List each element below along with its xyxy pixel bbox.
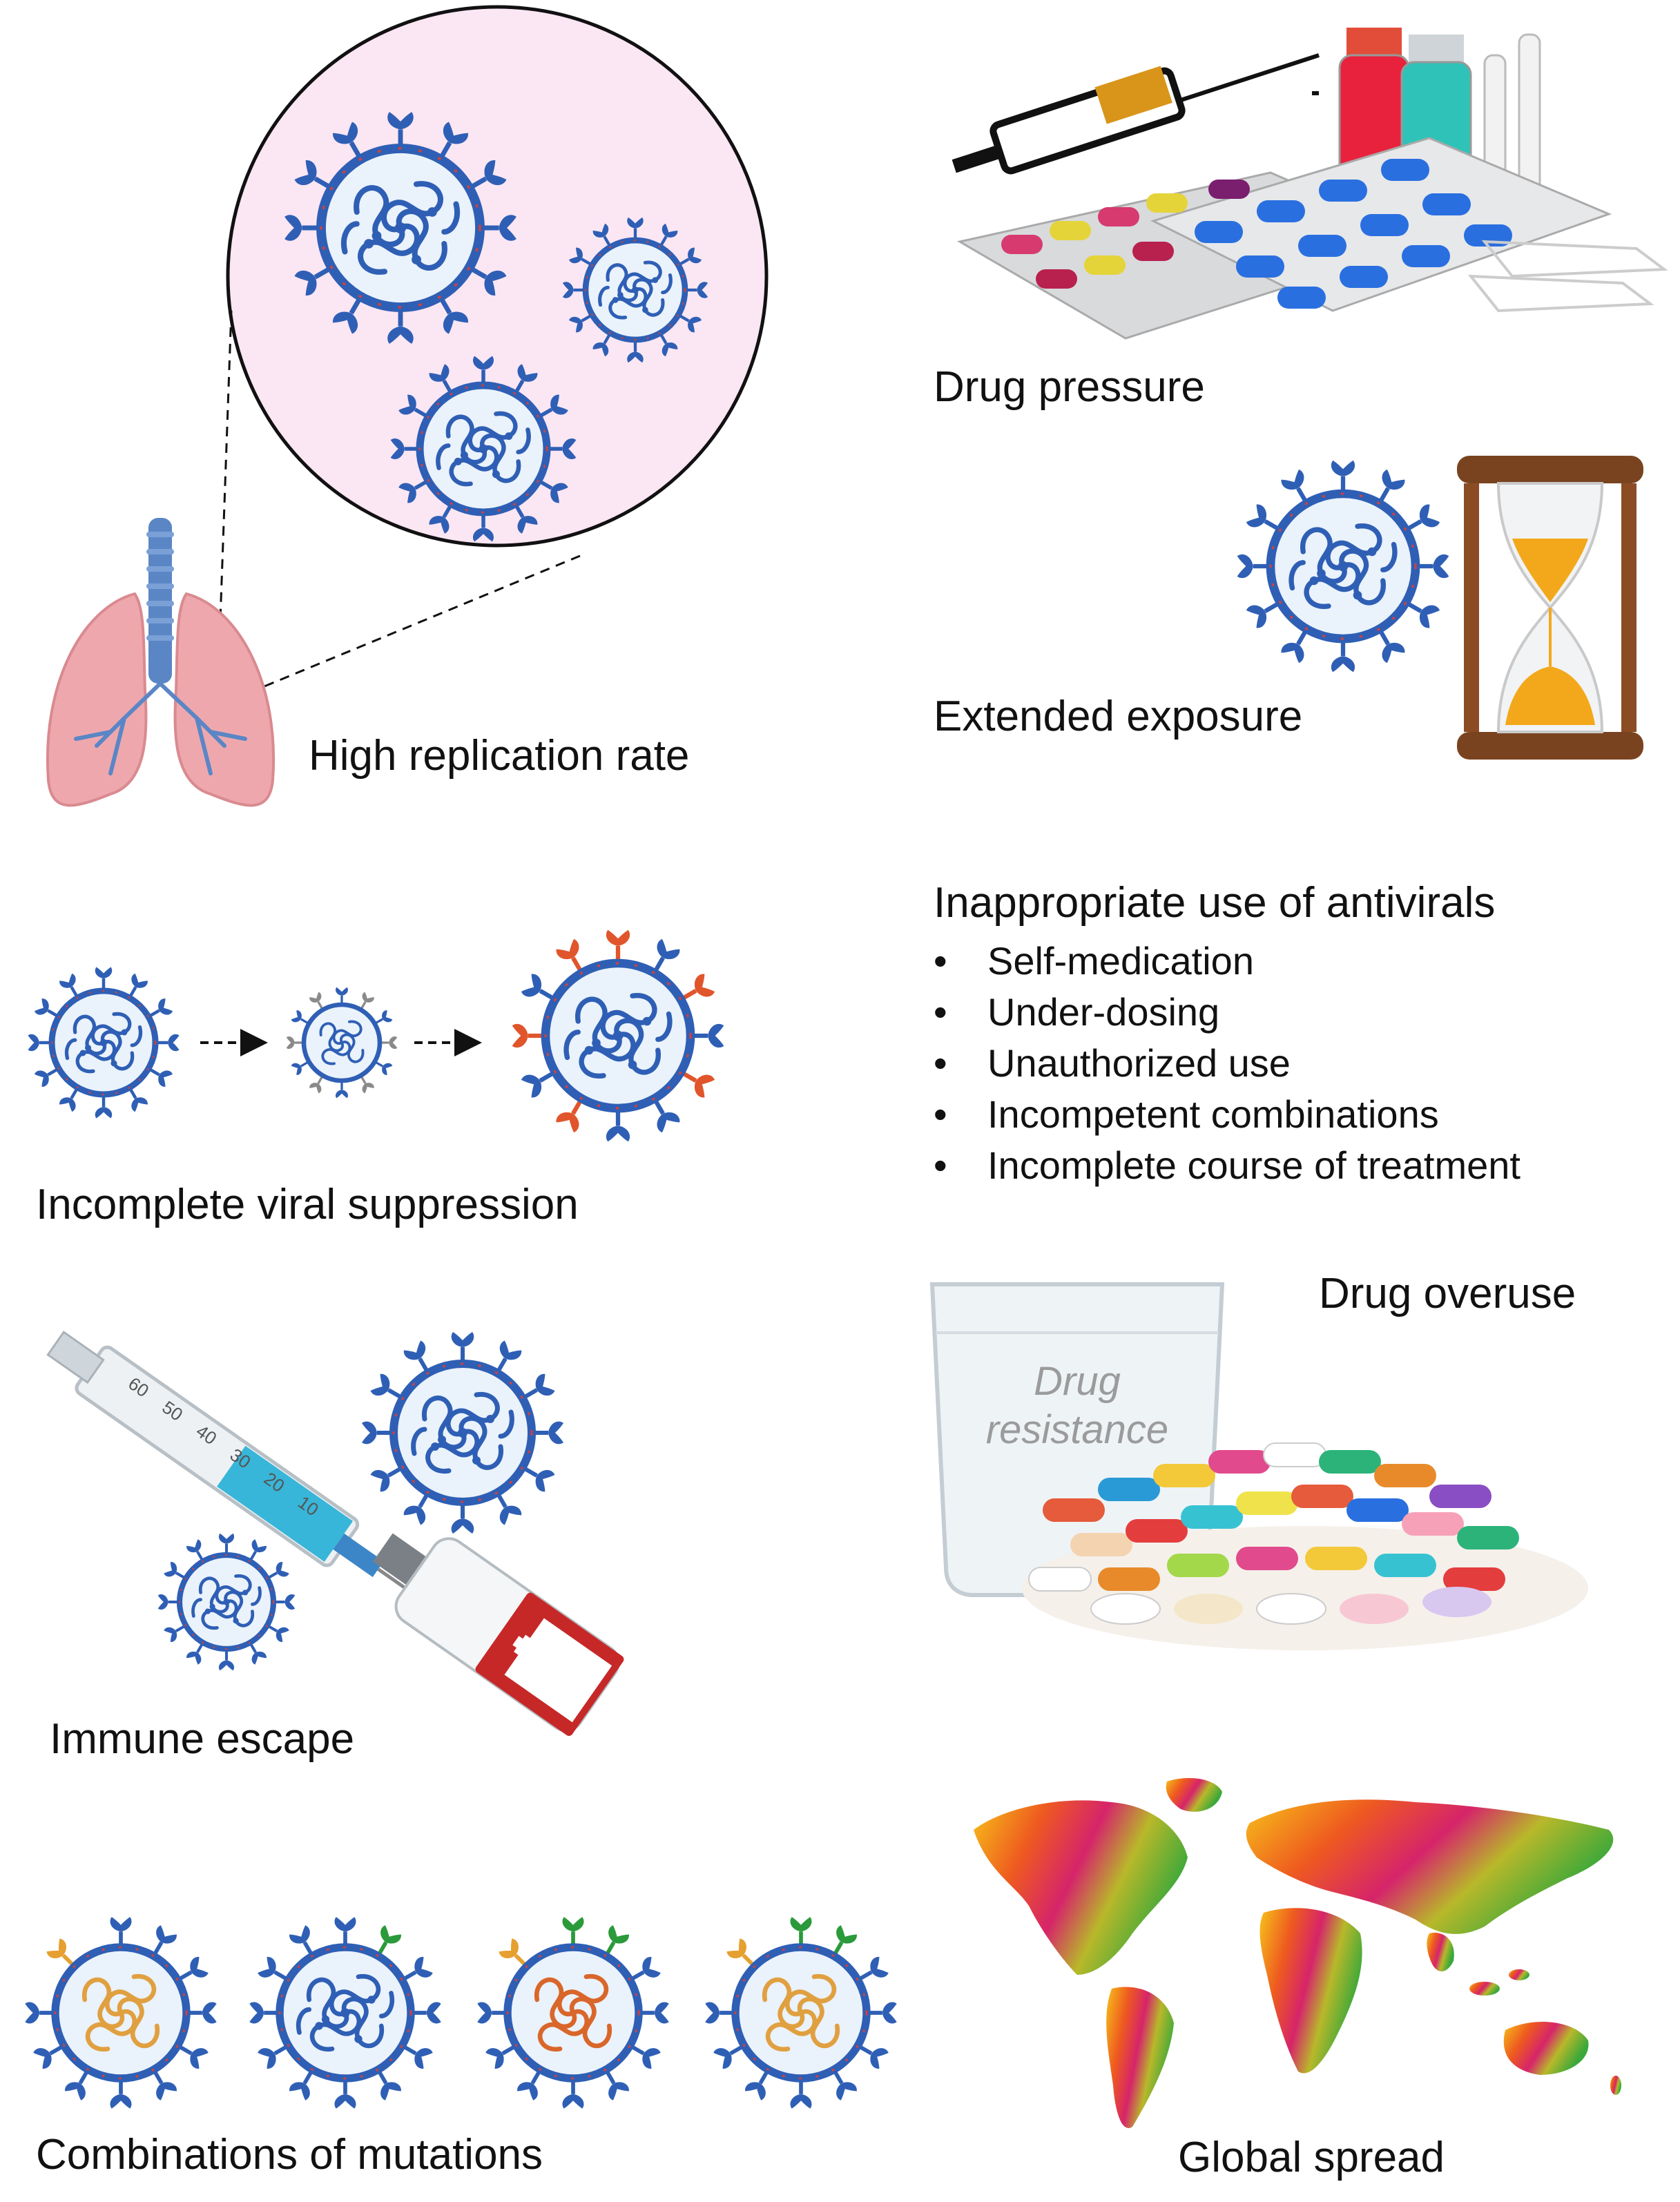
lungs-icon [46,518,276,807]
glass-icon: Drug resistance [929,1282,1225,1597]
list-item-text: Self-medication [987,939,1254,983]
virus-icon [158,1534,296,1671]
immune-escape-illustration: 60 50 40 30 20 10 [46,1331,624,1736]
list-item: • Under-dosing [934,987,1520,1038]
bullet-glyph: • [934,939,947,983]
label-drug-pressure: Drug pressure [934,363,1205,411]
drug-overuse-illustration: Drug resistance [929,1282,1588,1650]
glass-text-line1: Drug [1034,1359,1121,1404]
extended-exposure-illustration [1229,456,1643,760]
label-drug-overuse: Drug overuse [1319,1270,1576,1317]
vial-icon [373,1533,624,1736]
list-item: • Incomplete course of treatment [934,1140,1520,1191]
syringe-icon [952,53,1320,175]
list-item: • Unauthorized use [934,1038,1520,1089]
label-inappropriate-use: Inappropriate use of antivirals [934,879,1496,927]
label-global-spread: Global spread [1178,2134,1445,2181]
syringe-icon: 60 50 40 30 20 10 [46,1331,419,1599]
virus-icon [28,967,180,1119]
inappropriate-use-list: • Self-medication • Under-dosing • Unauthor… [934,936,1520,1191]
hourglass-icon [1457,456,1643,760]
zoom-circle-illustration [46,5,769,807]
list-item-text: Unauthorized use [987,1041,1291,1085]
bullet-glyph: • [934,1092,947,1136]
pills-icon [1022,1442,1588,1650]
list-item: • Incompetent combinations [934,1089,1520,1140]
bullet-glyph: • [934,990,947,1034]
virus-icon [249,1917,441,2108]
glass-text-line2: resistance [986,1407,1168,1452]
virus-icon [512,930,724,1142]
virus-icon [1237,461,1449,673]
label-immune-escape: Immune escape [50,1715,355,1763]
bullet-glyph: • [934,1041,947,1085]
virus-icon [477,1917,668,2108]
virus-icon [285,986,398,1099]
list-item: • Self-medication [934,936,1520,987]
global-spread-illustration [974,1778,1621,2128]
list-item-text: Under-dosing [987,990,1220,1034]
zoom-line-right [220,554,581,706]
virus-icon [362,1332,563,1534]
label-extended-exposure: Extended exposure [934,693,1303,740]
drug-pressure-illustration [952,28,1668,340]
combinations-illustration [0,1906,918,2127]
label-combinations: Combinations of mutations [36,2131,543,2179]
list-item-text: Incomplete course of treatment [987,1143,1520,1187]
incomplete-suppression-illustration [0,898,760,1174]
virus-icon [705,1917,896,2108]
label-high-replication: High replication rate [309,732,690,780]
list-item-text: Incompetent combinations [987,1092,1439,1136]
world-map-icon [974,1778,1621,2128]
virus-icon [25,1917,216,2108]
pills-icon [956,137,1668,340]
label-incomplete-suppression: Incomplete viral suppression [36,1181,579,1228]
bullet-glyph: • [934,1143,947,1187]
